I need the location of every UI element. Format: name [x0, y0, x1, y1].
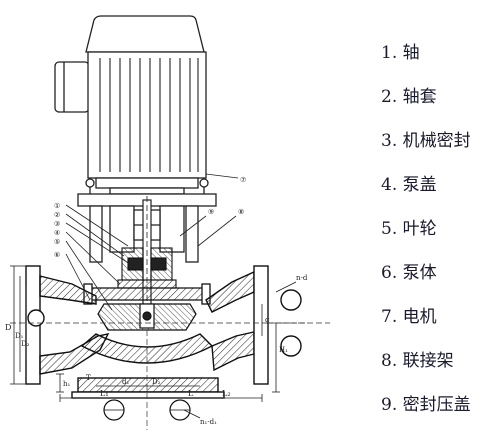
dim-g: g: [265, 316, 270, 324]
base-bolt-holes: [103, 399, 191, 421]
parts-legend: 1. 轴 2. 轴套 3. 机械密封 4. 泵盖 5. 叶轮 6. 泵体 7. …: [381, 40, 471, 436]
callout-8: ⑧: [238, 208, 244, 216]
callout-3: ③: [54, 220, 60, 228]
dimension-labels: D D₁ D₂ h₁ L₁ L₂ L D₂ d₁ H₁ T n-d n₁-d₁ …: [5, 274, 308, 426]
dimension-lines: [10, 265, 280, 402]
dim-D2-base: D₂: [152, 378, 161, 386]
seal-assembly: [117, 247, 177, 289]
legend-item-mechanical-seal: 3. 机械密封: [381, 131, 471, 151]
dim-L1: L₁: [100, 389, 109, 398]
pump-cross-section-drawing: ① ② ③ ④ ⑤ ⑥ ⑦ ⑧ ⑨ D D₁ D₂ h₁ L₁ L₂ L D₂ …: [5, 15, 330, 430]
callout-9: ⑨: [208, 208, 214, 216]
leader-lines: [65, 173, 297, 419]
dim-D: D: [5, 323, 11, 332]
legend-item-shaft-sleeve: 2. 轴套: [381, 87, 437, 107]
dim-n-d: n-d: [296, 274, 308, 282]
dim-n1-d1: n₁-d₁: [200, 418, 217, 426]
legend-item-motor: 7. 电机: [381, 307, 437, 327]
dim-T: T: [86, 374, 91, 382]
dim-L: L: [188, 389, 194, 398]
legend-item-pump-cover: 4. 泵盖: [381, 175, 437, 195]
motor-fan-cover: [85, 15, 205, 53]
pump-body: [25, 265, 308, 399]
dim-D2: D₂: [21, 340, 30, 348]
legend-item-seal-gland: 9. 密封压盖: [381, 395, 471, 415]
center-lines: [10, 322, 330, 430]
base-foot: [77, 377, 219, 393]
callout-labels: ① ② ③ ④ ⑤ ⑥ ⑦ ⑧ ⑨: [54, 176, 246, 259]
impeller: [97, 303, 197, 331]
callout-1: ①: [54, 202, 60, 210]
dim-H1: H₁: [279, 346, 288, 354]
motor-flange: [95, 177, 199, 189]
callout-7: ⑦: [240, 176, 246, 184]
legend-item-shaft: 1. 轴: [381, 43, 420, 63]
legend-item-connecting-bracket: 8. 联接架: [381, 351, 454, 371]
callout-2: ②: [54, 211, 60, 219]
legend-item-pump-body: 6. 泵体: [381, 263, 437, 283]
dim-L2: L₂: [222, 389, 231, 398]
callout-6: ⑥: [54, 251, 60, 259]
outlet-flange: [253, 265, 269, 385]
motor: [54, 15, 207, 195]
dim-D1: D₁: [15, 332, 24, 340]
callout-5: ⑤: [54, 238, 60, 246]
motor-fins: [99, 58, 199, 172]
dim-d1-base: d₁: [122, 378, 129, 386]
legend-item-impeller: 5. 叶轮: [381, 219, 437, 239]
dim-h1: h₁: [63, 380, 71, 388]
motor-terminal-box: [54, 61, 90, 113]
callout-4: ④: [54, 229, 60, 237]
motor-body: [87, 51, 207, 179]
